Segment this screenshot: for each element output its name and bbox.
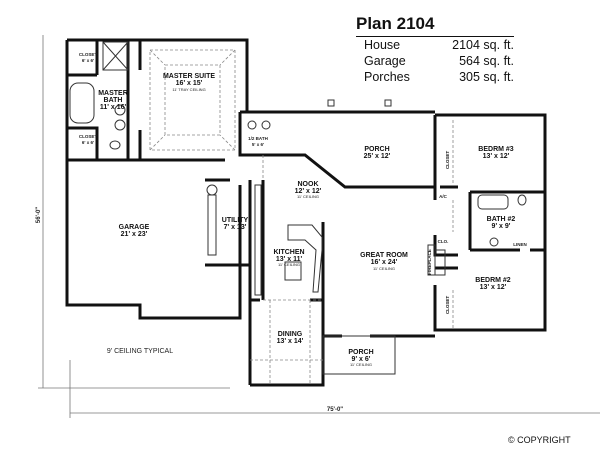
sink-icon (489, 237, 499, 247)
ceiling-note: 9' CEILING TYPICAL (107, 348, 173, 355)
small-labels: CLOSET CLOSET CLO. A/C LINEN FIREPLACE 9… (36, 151, 527, 413)
info-row-garage: Garage 564 sq. ft. (356, 53, 514, 69)
toilet-icon (109, 140, 121, 150)
room-size-master-suite: 16' x 15' (176, 80, 203, 87)
room-ceiling-nook: 11' CEILING (297, 194, 319, 199)
room-labels: CLOSET 6' x 6' MASTER BATH 11' x 16' CLO… (79, 52, 516, 367)
kitchen-counter (254, 184, 262, 296)
room-size-bedroom-2: 13' x 12' (480, 284, 507, 291)
water-heater-icon (206, 184, 218, 196)
fireplace-label: FIREPLACE (427, 249, 432, 275)
info-label: House (364, 38, 401, 52)
width-dimension: 75'-0" (327, 407, 343, 413)
kitchen-island (284, 261, 302, 281)
room-name-porch: PORCH (364, 146, 389, 153)
closet-label: CLOSET (445, 151, 450, 170)
room-size-kitchen: 13' x 11' (276, 256, 303, 263)
room-name-closet: CLOSET (79, 52, 98, 57)
room-name-kitchen: KITCHEN (273, 249, 304, 256)
room-size-bedroom-3: 13' x 12' (483, 153, 510, 160)
room-name-master-bath-2: BATH (104, 97, 123, 104)
bathtub-icon (69, 82, 95, 124)
closet-label: CLOSET (445, 296, 450, 315)
room-size-dining: 13' x 14' (277, 338, 304, 345)
room-name-master-bath: MASTER (98, 90, 128, 97)
kitchen-island-bar (287, 224, 323, 293)
room-name-bedroom-2: BEDRM #2 (475, 277, 511, 284)
room-size-master-bath: 11' x 16' (100, 104, 127, 111)
copyright-notice: © COPYRIGHT (508, 435, 571, 445)
bathtub-icon (477, 194, 509, 210)
room-size-nook: 12' x 12' (295, 188, 322, 195)
room-size-utility: 7' x 13' (224, 224, 247, 231)
room-ceiling-master-suite: 11' TRAY CEILING (172, 87, 205, 92)
sink-icon (114, 119, 126, 131)
info-value: 2104 sq. ft. (452, 38, 514, 52)
front-porch-slab (322, 335, 396, 375)
room-name-nook: NOOK (298, 181, 319, 188)
room-size-closet: 6' x 6' (82, 140, 94, 145)
room-size-garage: 21' x 23' (121, 231, 148, 238)
room-ceiling-great-room: 11' CEILING (373, 266, 395, 271)
info-value: 564 sq. ft. (459, 54, 514, 68)
info-row-porches: Porches 305 sq. ft. (356, 69, 514, 85)
fireplace-icon (427, 244, 436, 276)
walls (65, 38, 547, 387)
dimension-lines (38, 35, 600, 418)
linen-label: LINEN (513, 242, 527, 247)
room-name-bedroom-3: BEDRM #3 (478, 146, 514, 153)
room-ceiling-kitchen: 11' CEILING (278, 262, 300, 267)
fixtures (69, 41, 527, 375)
clo-label: CLO. (438, 239, 449, 244)
room-name-master-suite: MASTER SUITE (163, 73, 215, 80)
room-name-garage: GARAGE (119, 224, 150, 231)
info-label: Garage (364, 54, 406, 68)
sink-icon (114, 104, 126, 116)
plan-info: Plan 2104 House 2104 sq. ft. Garage 564 sq… (356, 14, 514, 85)
room-size-half-bath: 5' x 6' (252, 142, 264, 147)
plan-title: Plan 2104 (356, 14, 514, 37)
info-value: 305 sq. ft. (459, 70, 514, 84)
toilet-icon (247, 120, 257, 130)
room-size-bath-2: 9' x 9' (492, 223, 511, 230)
room-name-front-porch: PORCH (348, 349, 373, 356)
utility-counter (207, 194, 217, 256)
room-size-front-porch: 9' x 6' (352, 356, 371, 363)
room-size-porch: 25' x 12' (364, 153, 391, 160)
room-name-utility: UTILITY (222, 217, 249, 224)
ac-label: A/C (439, 194, 448, 199)
room-name-half-bath: 1/2 BATH (248, 136, 268, 141)
room-name-great-room: GREAT ROOM (360, 252, 408, 259)
room-name-closet: CLOSET (79, 134, 98, 139)
dashed-lines (149, 49, 454, 385)
room-size-closet: 6' x 6' (82, 58, 94, 63)
room-name-dining: DINING (278, 331, 303, 338)
sink-icon (261, 120, 271, 130)
room-name-bath-2: BATH #2 (487, 216, 516, 223)
toilet-icon (517, 194, 527, 206)
info-row-house: House 2104 sq. ft. (356, 37, 514, 53)
room-size-great-room: 16' x 24' (371, 259, 398, 266)
room-ceiling-front-porch: 11' CEILING (350, 362, 372, 367)
info-label: Porches (364, 70, 410, 84)
shower-icon (102, 41, 129, 71)
depth-dimension: 56'-0" (36, 207, 42, 223)
